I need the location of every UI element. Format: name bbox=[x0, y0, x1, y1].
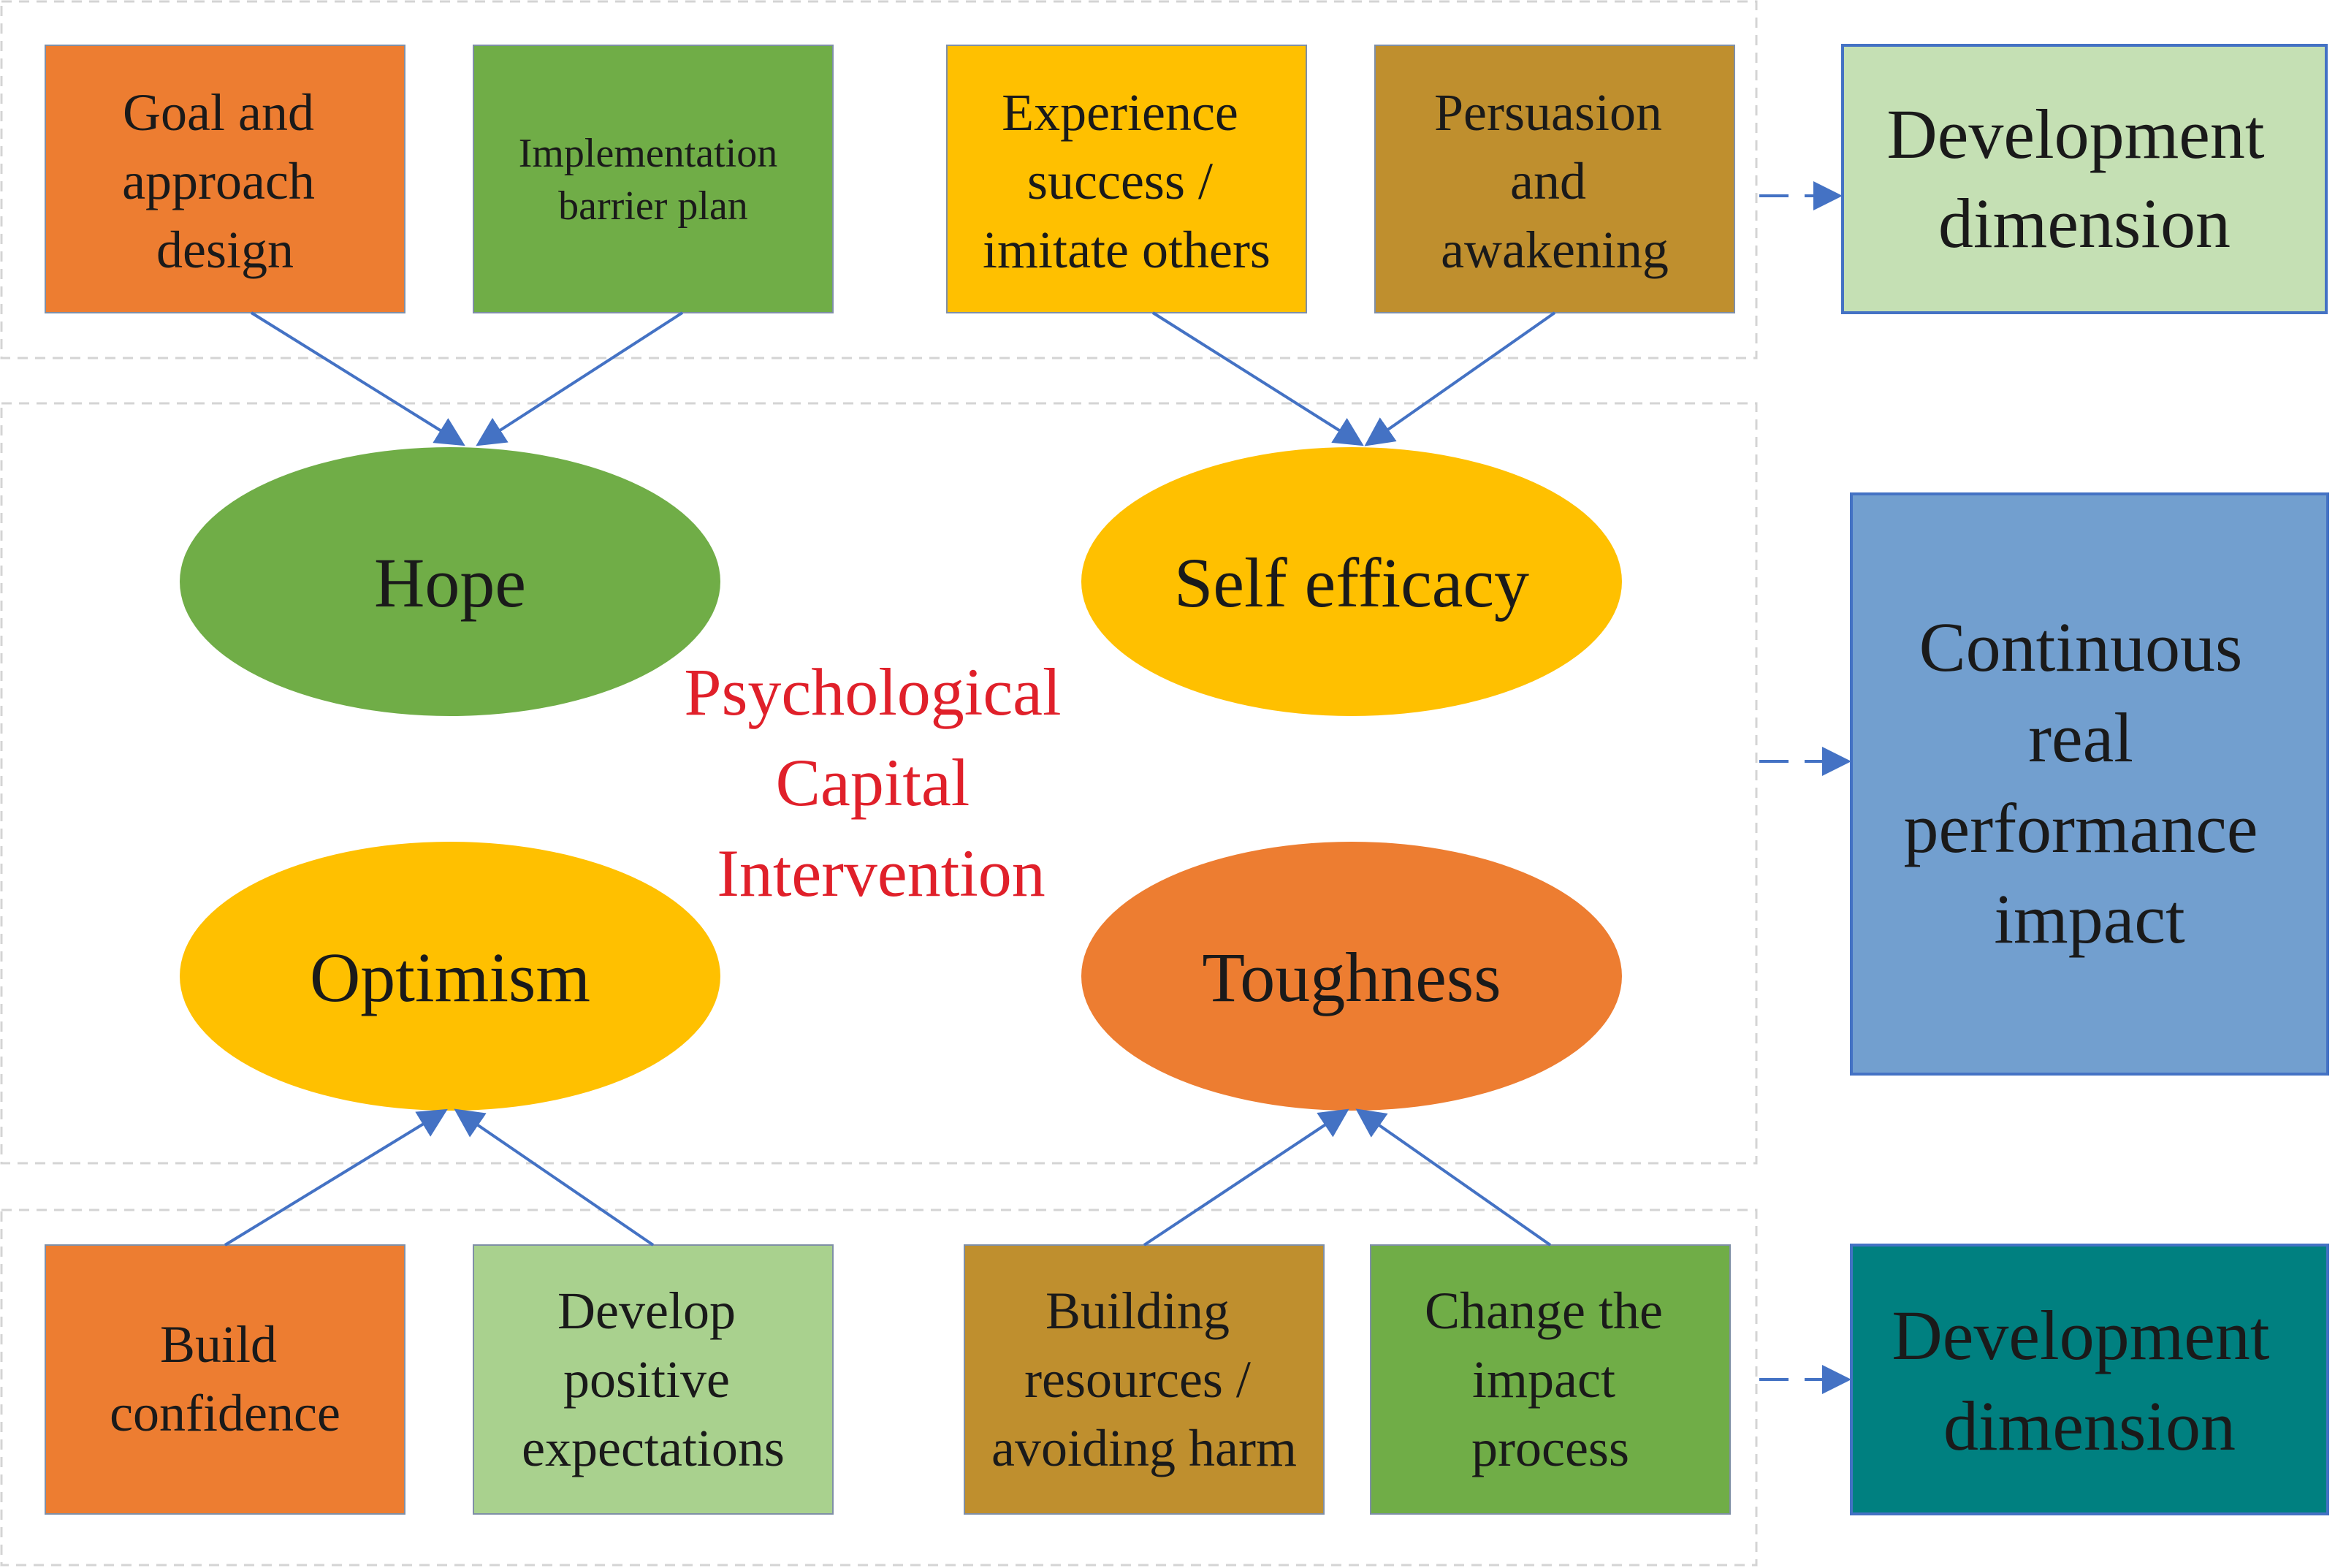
center-label-line: Capital bbox=[776, 745, 970, 820]
box-line: Persuasion bbox=[1434, 83, 1662, 142]
svg-text:Continuous real pe: Continuous real performance impact bbox=[1903, 608, 2275, 958]
top-box-persuasion-awakening: Persuasion and awakening bbox=[1374, 45, 1735, 313]
box-line: Experience bbox=[1002, 83, 1238, 142]
side-box-development-bottom: Development dimension bbox=[1850, 1244, 2329, 1515]
box-line: resources / bbox=[1024, 1350, 1251, 1409]
box-line: design bbox=[156, 221, 294, 279]
bottom-box-bg bbox=[1370, 1244, 1731, 1515]
box-line: expectations bbox=[522, 1419, 785, 1477]
box-line: Develop bbox=[557, 1282, 736, 1340]
arrow-implementation-to-hope bbox=[476, 311, 684, 446]
box-line: and bbox=[1510, 152, 1586, 210]
side-box-development-top: Development dimension bbox=[1841, 44, 2328, 314]
box-line: Continuous bbox=[1919, 608, 2243, 686]
side-box-continuous-performance: Continuous real performance impact bbox=[1850, 492, 2329, 1076]
box-line: barrier plan bbox=[558, 183, 748, 229]
box-line: Development bbox=[1886, 95, 2265, 173]
box-line: Goal and bbox=[123, 83, 314, 142]
box-line: process bbox=[1471, 1419, 1629, 1477]
ellipse-hope: Hope bbox=[180, 447, 720, 716]
bottom-box-bg bbox=[45, 1244, 405, 1515]
box-line: confidence bbox=[110, 1384, 340, 1442]
top-box-experience-success: Experience success / imitate others bbox=[946, 45, 1307, 313]
svg-text:Persuasion and awa: Persuasion and awakening bbox=[1434, 83, 1675, 279]
ellipse-self-efficacy: Self efficacy bbox=[1081, 447, 1622, 716]
center-label: Psychological Capital Intervention bbox=[684, 655, 1078, 910]
box-line: Implementation bbox=[519, 131, 778, 176]
box-line: imitate others bbox=[983, 221, 1271, 279]
center-label-line: Psychological bbox=[684, 655, 1061, 729]
top-box-goal-approach: Goal and approach design bbox=[45, 45, 405, 313]
arrow-experience-to-self-efficacy bbox=[1151, 311, 1364, 446]
bottom-box-develop-positive: Develop positive expectations bbox=[473, 1244, 834, 1515]
ellipse-bg bbox=[1081, 842, 1622, 1111]
bottom-box-change-impact: Change the impact process bbox=[1370, 1244, 1731, 1515]
side-box-bg bbox=[1850, 1244, 2329, 1515]
svg-text:Implementation barrier p: Implementation barrier plan bbox=[519, 131, 788, 229]
arrow-confidence-to-optimism bbox=[224, 1108, 448, 1247]
ellipse-bg bbox=[180, 447, 720, 716]
svg-text:Development dimension: Development dimension bbox=[1892, 1296, 2287, 1465]
box-line: dimension bbox=[1943, 1387, 2236, 1465]
bottom-box-building-resources: Building resources / avoiding harm bbox=[964, 1244, 1325, 1515]
arrow-goal-to-hope bbox=[250, 311, 465, 446]
arrow-resources-to-toughness bbox=[1143, 1108, 1349, 1247]
ellipse-optimism: Optimism bbox=[180, 842, 720, 1111]
ellipse-toughness: Toughness bbox=[1081, 842, 1622, 1111]
svg-text:Development dimension: Development dimension bbox=[1886, 95, 2282, 262]
svg-text:Change the impact: Change the impact process bbox=[1425, 1282, 1676, 1477]
box-line: Development bbox=[1892, 1296, 2270, 1374]
svg-text:Goal and approach: Goal and approach design bbox=[122, 83, 328, 279]
svg-text:Develop positive e: Develop positive expectations bbox=[522, 1282, 785, 1477]
side-box-bg bbox=[1850, 492, 2329, 1076]
top-box-bg bbox=[45, 45, 405, 313]
box-line: Build bbox=[160, 1315, 277, 1374]
side-box-bg bbox=[1841, 44, 2328, 314]
ellipse-label: Toughness bbox=[1202, 938, 1501, 1016]
box-line: dimension bbox=[1938, 184, 2231, 262]
center-label-line: Intervention bbox=[717, 836, 1045, 910]
svg-text:Build confidence: Build confidence bbox=[110, 1315, 340, 1442]
arrow-expectations-to-optimism bbox=[454, 1108, 655, 1247]
top-group-frame bbox=[0, 0, 1758, 359]
box-line: impact bbox=[1994, 880, 2185, 958]
top-box-bg bbox=[1374, 45, 1735, 313]
box-line: approach bbox=[122, 152, 315, 210]
ellipse-label: Self efficacy bbox=[1174, 544, 1529, 622]
box-line: avoiding harm bbox=[991, 1419, 1297, 1477]
box-line: success / bbox=[1027, 152, 1213, 210]
bottom-group-frame bbox=[0, 1209, 1758, 1567]
box-line: awakening bbox=[1441, 221, 1669, 279]
box-line: performance bbox=[1903, 789, 2258, 867]
ellipse-label: Optimism bbox=[310, 938, 590, 1016]
ellipse-label: Hope bbox=[374, 544, 526, 622]
middle-group-frame bbox=[0, 402, 1758, 1165]
box-line: Building bbox=[1045, 1282, 1230, 1340]
ellipse-bg bbox=[180, 842, 720, 1111]
top-box-bg bbox=[473, 45, 834, 313]
top-box-bg bbox=[946, 45, 1307, 313]
bottom-box-build-confidence: Build confidence bbox=[45, 1244, 405, 1515]
box-line: positive bbox=[563, 1350, 730, 1409]
ellipse-bg bbox=[1081, 447, 1622, 716]
arrow-change-to-toughness bbox=[1355, 1108, 1552, 1247]
box-line: impact bbox=[1472, 1350, 1615, 1409]
box-line: Change the bbox=[1425, 1282, 1663, 1340]
box-line: real bbox=[2028, 699, 2133, 777]
arrow-persuasion-to-self-efficacy bbox=[1364, 311, 1556, 446]
bottom-box-bg bbox=[473, 1244, 834, 1515]
top-box-implementation-barrier: Implementation barrier plan bbox=[473, 45, 834, 313]
svg-text:Building resources /: Building resources / avoiding harm bbox=[991, 1282, 1297, 1477]
svg-text:Experience success /: Experience success / imitate others bbox=[983, 83, 1271, 279]
bottom-box-bg bbox=[964, 1244, 1325, 1515]
